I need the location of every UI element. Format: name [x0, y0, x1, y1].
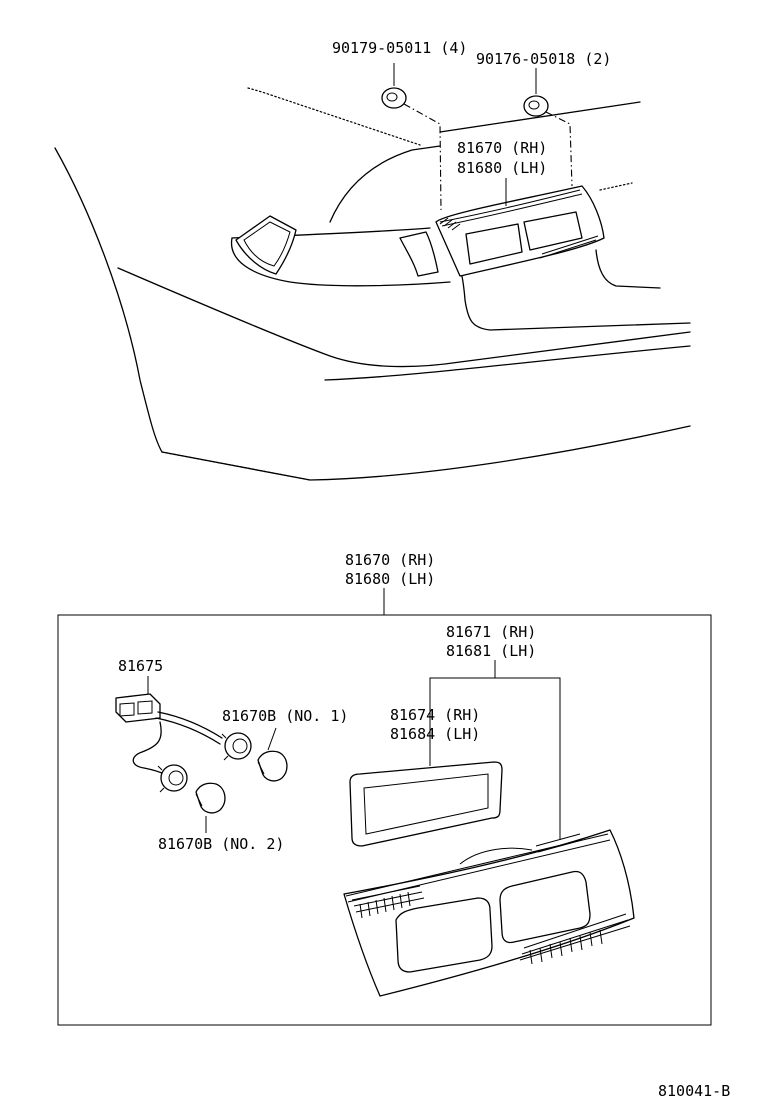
- clip-90179-05011: [381, 63, 442, 211]
- label-clip-b: 90176-05018 (2): [476, 50, 611, 68]
- clip-90176-05018: [523, 68, 573, 187]
- socket-and-wire-assembly: [115, 676, 252, 793]
- label-bulb-no1: 81670B (NO. 1): [222, 707, 348, 725]
- bulb-no2: [195, 782, 226, 833]
- label-socket-wire: 81675: [118, 657, 163, 675]
- label-body-lh: 81681 (LH): [446, 642, 536, 660]
- label-body-rh: 81671 (RH): [446, 623, 536, 641]
- label-bulb-no2: 81670B (NO. 2): [158, 835, 284, 853]
- label-box-title-lh: 81680 (LH): [345, 570, 435, 588]
- bulb-no1: [257, 727, 288, 782]
- label-lens-rh: 81674 (RH): [390, 706, 480, 724]
- lens-81674: [349, 742, 503, 847]
- diagram-code: 810041-B: [658, 1082, 730, 1100]
- label-lamp-top-rh: 81670 (RH): [457, 139, 547, 157]
- label-lens-lh: 81684 (LH): [390, 725, 480, 743]
- lamp-body-81671: [343, 829, 635, 997]
- rear-garnish-lamp-installed: [435, 185, 605, 277]
- vehicle-rear-illustration: [54, 87, 691, 481]
- label-lamp-top-lh: 81680 (LH): [457, 159, 547, 177]
- label-clip-a: 90179-05011 (4): [332, 39, 467, 57]
- label-box-title-rh: 81670 (RH): [345, 551, 435, 569]
